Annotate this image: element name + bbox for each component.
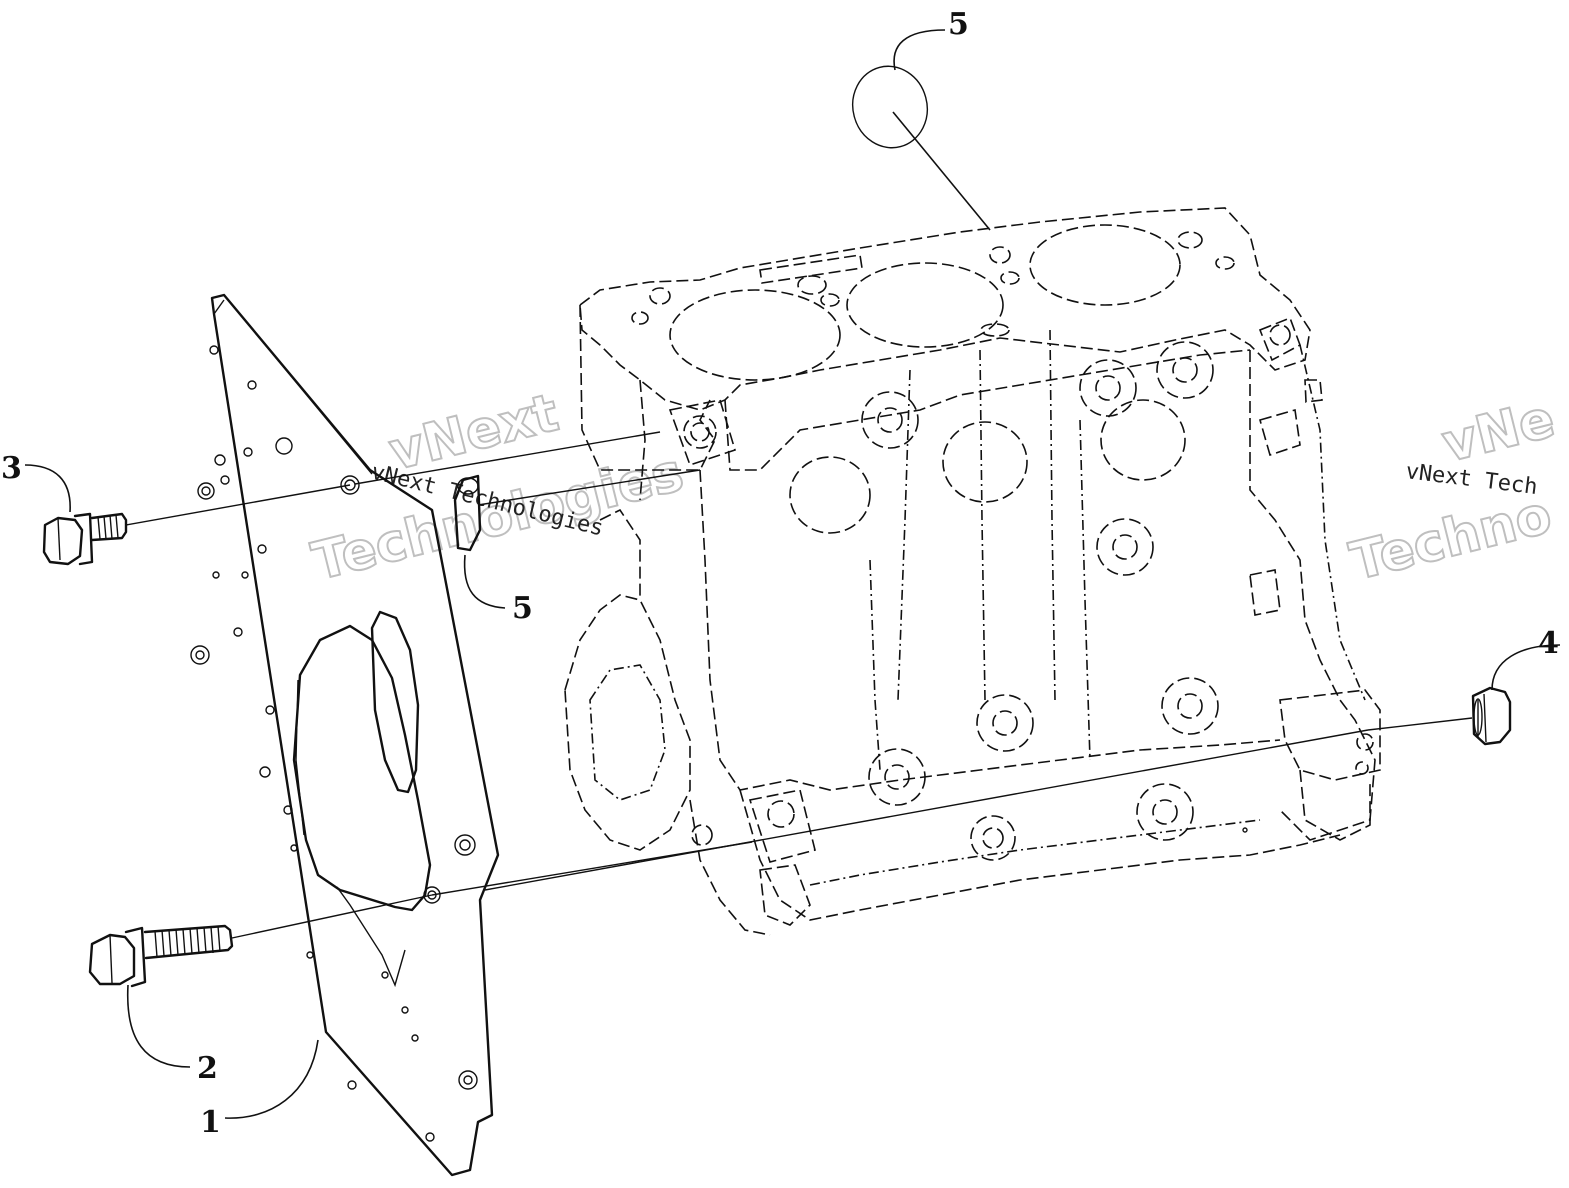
callout-1: 1 <box>200 1105 221 1140</box>
leaders <box>24 29 1561 1119</box>
bolt-short-part3 <box>42 512 128 566</box>
callout-labels: 3 2 1 4 5 5 <box>1 7 1559 1140</box>
nut-part4 <box>1471 686 1512 746</box>
alignment-lines <box>125 431 1473 939</box>
callout-5-top: 5 <box>948 7 969 42</box>
watermark-left: vNext Technologies vNext Technologies <box>306 382 690 594</box>
watermark-right: vNe Techno vNext Tech <box>1344 388 1562 593</box>
bolt-long-part2 <box>88 924 234 988</box>
watermark-right-line1: vNe <box>1437 389 1561 474</box>
engine-block <box>564 207 1381 936</box>
callout-4: 4 <box>1538 626 1559 661</box>
dowel-pin-part5 <box>453 474 482 552</box>
plug-part5 <box>852 65 928 149</box>
adapter-plate <box>190 293 500 1177</box>
callout-5-pin: 5 <box>512 591 533 626</box>
watermark-right-line2: Techno <box>1345 485 1558 593</box>
callout-3: 3 <box>1 451 22 486</box>
callout-2: 2 <box>197 1051 218 1086</box>
